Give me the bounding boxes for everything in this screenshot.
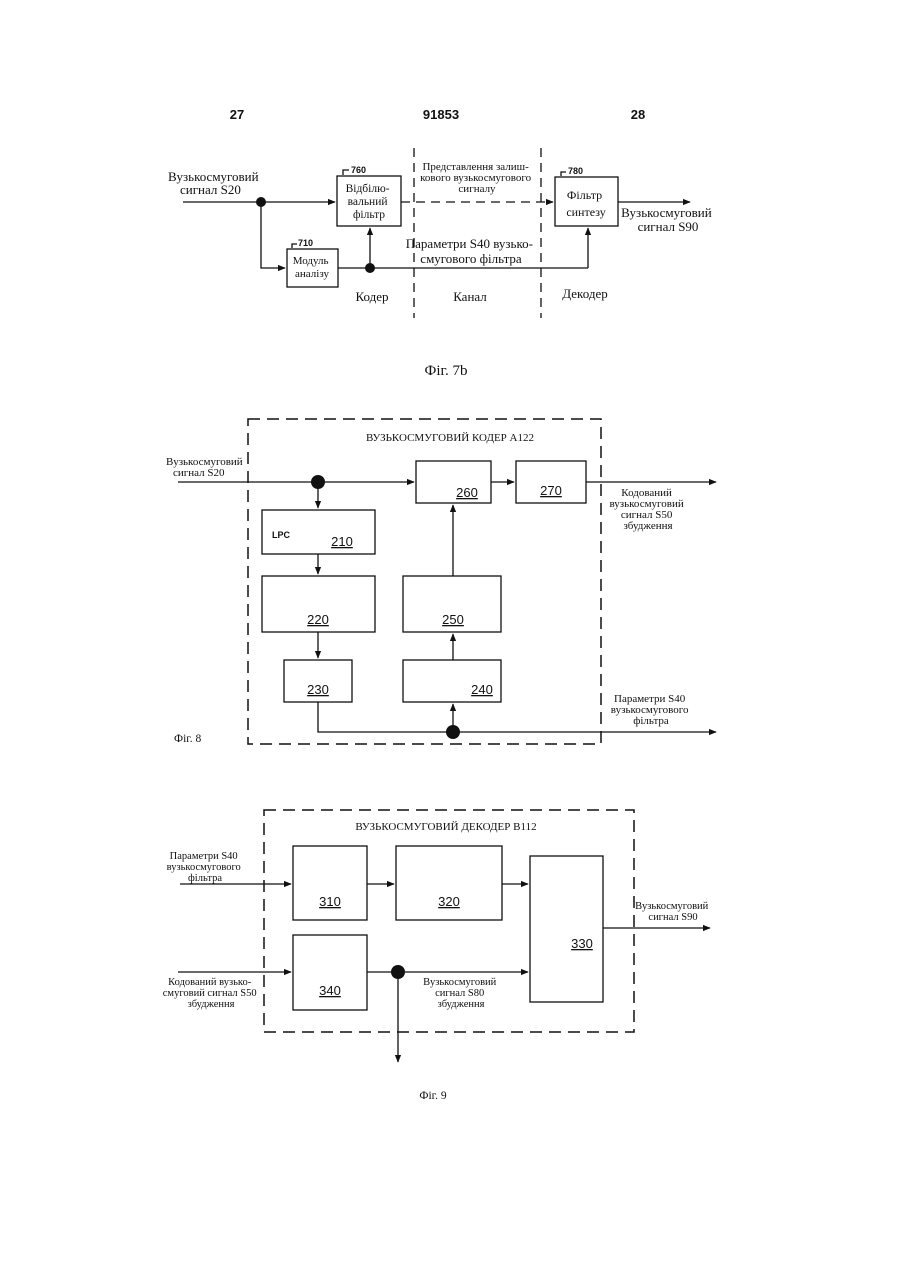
figure-9: ВУЗЬКОСМУГОВИЙ ДЕКОДЕР В112 Параметри S4… xyxy=(163,810,711,1102)
fig8-title: ВУЗЬКОСМУГОВИЙ КОДЕР А122 xyxy=(366,432,534,444)
fig7b-ref-710: 710 xyxy=(298,238,313,248)
fig7b-params-label: Параметри S40 вузько- смугового фільтра xyxy=(406,236,536,266)
fig7b-ref-hook-780 xyxy=(561,172,566,176)
fig7b-output-label: Вузькосмуговий сигнал S90 xyxy=(621,205,715,234)
fig7b-residual-label: Представлення залиш- кового вузькосмугов… xyxy=(420,161,534,195)
fig8-lpc-text: LPC xyxy=(272,530,291,540)
fig8-output-params-label: Параметри S40 вузькосмугового фільтра xyxy=(611,693,691,727)
fig8-ref-250: 250 xyxy=(442,612,464,627)
fig8-ref-230: 230 xyxy=(307,682,329,697)
fig7b-ref-hook-710 xyxy=(292,244,297,248)
fig8-ref-220: 220 xyxy=(307,612,329,627)
fig9-excitation-label: Вузькосмуговий сигнал S80 збудження xyxy=(423,977,499,1010)
page-number-right: 28 xyxy=(631,107,645,122)
fig8-output-excitation-label: Кодований вузькосмуговий сигнал S50 збуд… xyxy=(609,487,686,532)
fig9-ref-320: 320 xyxy=(438,894,460,909)
fig9-input-excitation-label: Кодований вузько- смуговий сигнал S50 зб… xyxy=(163,977,259,1010)
fig8-input-label: Вузькосмуговий сигнал S20 xyxy=(166,456,245,479)
fig7b-coder-label: Кодер xyxy=(355,289,388,304)
page-number-left: 27 xyxy=(230,107,244,122)
fig8-ref-210: 210 xyxy=(331,534,353,549)
fig8-ref-260: 260 xyxy=(456,485,478,500)
document-number: 91853 xyxy=(423,107,459,122)
fig9-block-340 xyxy=(293,935,367,1010)
figure-8: ВУЗЬКОСМУГОВИЙ КОДЕР А122 Вузькосмуговий… xyxy=(166,419,716,745)
fig7b-input-label: Вузькосмуговий сигнал S20 xyxy=(168,169,262,197)
fig7b-decoder-label: Декодер xyxy=(562,286,607,301)
figure-7b: Вузькосмуговий сигнал S20 760 Відбілю- в… xyxy=(168,148,715,379)
fig7b-caption: Фіг. 7b xyxy=(425,363,468,379)
fig9-block-330 xyxy=(530,856,603,1002)
fig8-block-260 xyxy=(416,461,491,503)
fig9-caption: Фіг. 9 xyxy=(419,1090,446,1102)
fig7b-analysis-module-label: Модуль аналізу xyxy=(293,255,332,280)
fig9-ref-330: 330 xyxy=(571,936,593,951)
fig9-input-params-label: Параметри S40 вузькосмугового фільтра xyxy=(167,851,244,884)
fig7b-channel-label: Канал xyxy=(453,289,487,304)
page-header: 27 91853 28 xyxy=(230,107,645,122)
fig8-ref-270: 270 xyxy=(540,483,562,498)
fig9-title: ВУЗЬКОСМУГОВИЙ ДЕКОДЕР В112 xyxy=(355,821,536,833)
fig7b-ref-780: 780 xyxy=(568,166,583,176)
fig7b-ref-760: 760 xyxy=(351,165,366,175)
fig9-output-label: Вузькосмуговий сигнал S90 xyxy=(635,901,711,923)
fig8-caption: Фіг. 8 xyxy=(174,733,201,745)
fig9-ref-340: 340 xyxy=(319,983,341,998)
fig8-ref-240: 240 xyxy=(471,682,493,697)
fig7b-ref-hook-760 xyxy=(343,170,349,175)
fig7b-line-to-analysis xyxy=(261,202,285,268)
fig9-ref-310: 310 xyxy=(319,894,341,909)
